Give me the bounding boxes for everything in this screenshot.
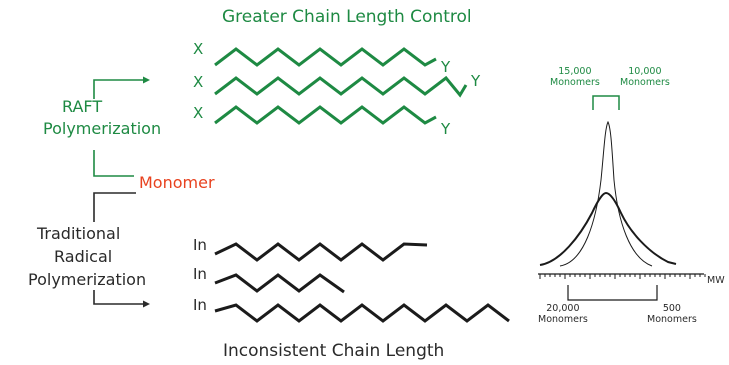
raft-chain-2-start: X (193, 73, 204, 91)
traditional-arrow-line (93, 290, 144, 305)
narrow-distribution-curve (559, 120, 653, 267)
broad-bracket (567, 285, 658, 301)
raft-arrow-line (93, 79, 144, 99)
mw-axis-ticks (539, 274, 706, 279)
narrow-bracket-left-label: 15,000 Monomers (550, 66, 600, 88)
traditional-label-line3: Polymerization (28, 270, 147, 289)
raft-lower-branch (93, 150, 134, 177)
broad-distribution-curve (539, 191, 677, 266)
raft-chain-1-end: Y (441, 58, 451, 76)
traditional-upper-branch (93, 192, 136, 222)
raft-chain-2 (214, 75, 468, 98)
broad-bracket-left-label: 20,000 Monomers (538, 303, 588, 325)
raft-chain-3-end: Y (441, 120, 451, 138)
traditional-chain-3-start: In (193, 296, 207, 314)
raft-chain-1-start: X (193, 40, 204, 58)
narrow-bracket-right-label: 10,000 Monomers (620, 66, 670, 88)
traditional-chain-2-start: In (193, 265, 207, 283)
monomer-label: Monomer (139, 173, 215, 192)
bottom-caption: Inconsistent Chain Length (223, 341, 445, 361)
raft-chain-3 (214, 105, 437, 125)
traditional-arrow-head (143, 300, 150, 308)
raft-chain-2-end: Y (471, 72, 481, 90)
traditional-chain-2 (214, 273, 345, 294)
raft-label-line1: RAFT (62, 97, 103, 116)
traditional-chain-1-start: In (193, 236, 207, 254)
distribution-plot (538, 95, 706, 301)
broad-bracket-right-label: 500 Monomers (647, 303, 697, 325)
raft-arrow-head (143, 76, 150, 84)
raft-chain-3-start: X (193, 104, 204, 122)
traditional-label-line2: Radical (54, 247, 113, 266)
mw-axis-label: MW (707, 275, 725, 286)
raft-heading: Greater Chain Length Control (222, 7, 472, 27)
traditional-chain-3 (214, 303, 510, 323)
traditional-label-line1: Traditional (37, 224, 121, 243)
raft-chain-1 (214, 47, 437, 67)
narrow-bracket (592, 95, 620, 110)
traditional-chain-1 (214, 242, 428, 262)
raft-label-line2: Polymerization (43, 119, 162, 138)
